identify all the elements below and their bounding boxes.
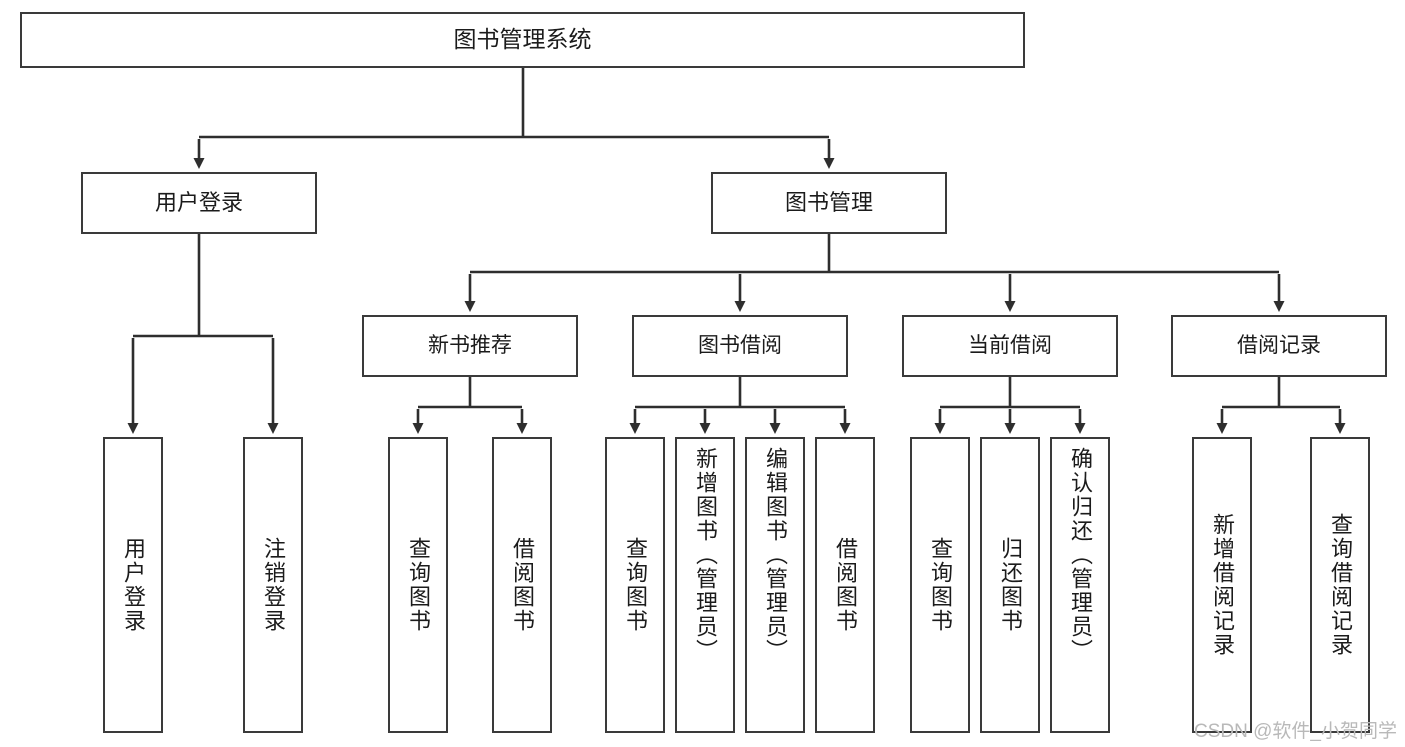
node-label: 注销登录 [261,537,286,633]
node-label: 当前借阅 [968,334,1052,358]
node-label: 新书推荐 [428,334,512,358]
node-new-book-recommend[interactable]: 新书推荐 [362,315,578,377]
node-label: 查询图书 [623,537,648,633]
node-label: 用户登录 [154,189,243,215]
leaf-query-borrow-record[interactable]: 查询借阅记录 [1310,437,1370,733]
node-borrow-record[interactable]: 借阅记录 [1171,315,1387,377]
node-label: 查询借阅记录 [1328,513,1353,657]
leaf-borrow-book-recommend[interactable]: 借阅图书 [492,437,552,733]
leaf-edit-book-admin[interactable]: 编辑图书（管理员） [745,437,805,733]
watermark-text: CSDN @软件_小贺同学 [1194,721,1397,742]
leaf-query-book-borrow[interactable]: 查询图书 [605,437,665,733]
node-label: 图书借阅 [698,334,782,358]
node-label: 查询图书 [928,537,953,633]
node-book-management-system[interactable]: 图书管理系统 [20,12,1025,68]
node-label: 借阅记录 [1237,334,1321,358]
node-label: 借阅图书 [510,537,535,633]
leaf-query-book-recommend[interactable]: 查询图书 [388,437,448,733]
node-label: 归还图书 [998,537,1023,633]
node-label: 确认归还（管理员） [1068,447,1093,663]
node-book-borrow[interactable]: 图书借阅 [632,315,848,377]
leaf-logout[interactable]: 注销登录 [243,437,303,733]
leaf-confirm-return-admin[interactable]: 确认归还（管理员） [1050,437,1110,733]
node-label: 编辑图书（管理员） [763,447,788,663]
leaf-add-book-admin[interactable]: 新增图书（管理员） [675,437,735,733]
leaf-query-book-current[interactable]: 查询图书 [910,437,970,733]
leaf-borrow-book[interactable]: 借阅图书 [815,437,875,733]
node-book-management[interactable]: 图书管理 [711,172,947,234]
leaf-add-borrow-record[interactable]: 新增借阅记录 [1192,437,1252,733]
leaf-return-book[interactable]: 归还图书 [980,437,1040,733]
node-label: 图书管理 [784,189,873,215]
node-user-login[interactable]: 用户登录 [81,172,317,234]
node-label: 用户登录 [121,537,146,633]
leaf-user-login[interactable]: 用户登录 [103,437,163,733]
node-label: 图书管理系统 [453,26,592,53]
node-label: 查询图书 [406,537,431,633]
node-current-borrow[interactable]: 当前借阅 [902,315,1118,377]
node-label: 借阅图书 [833,537,858,633]
node-label: 新增图书（管理员） [693,447,718,663]
node-label: 新增借阅记录 [1210,513,1235,657]
